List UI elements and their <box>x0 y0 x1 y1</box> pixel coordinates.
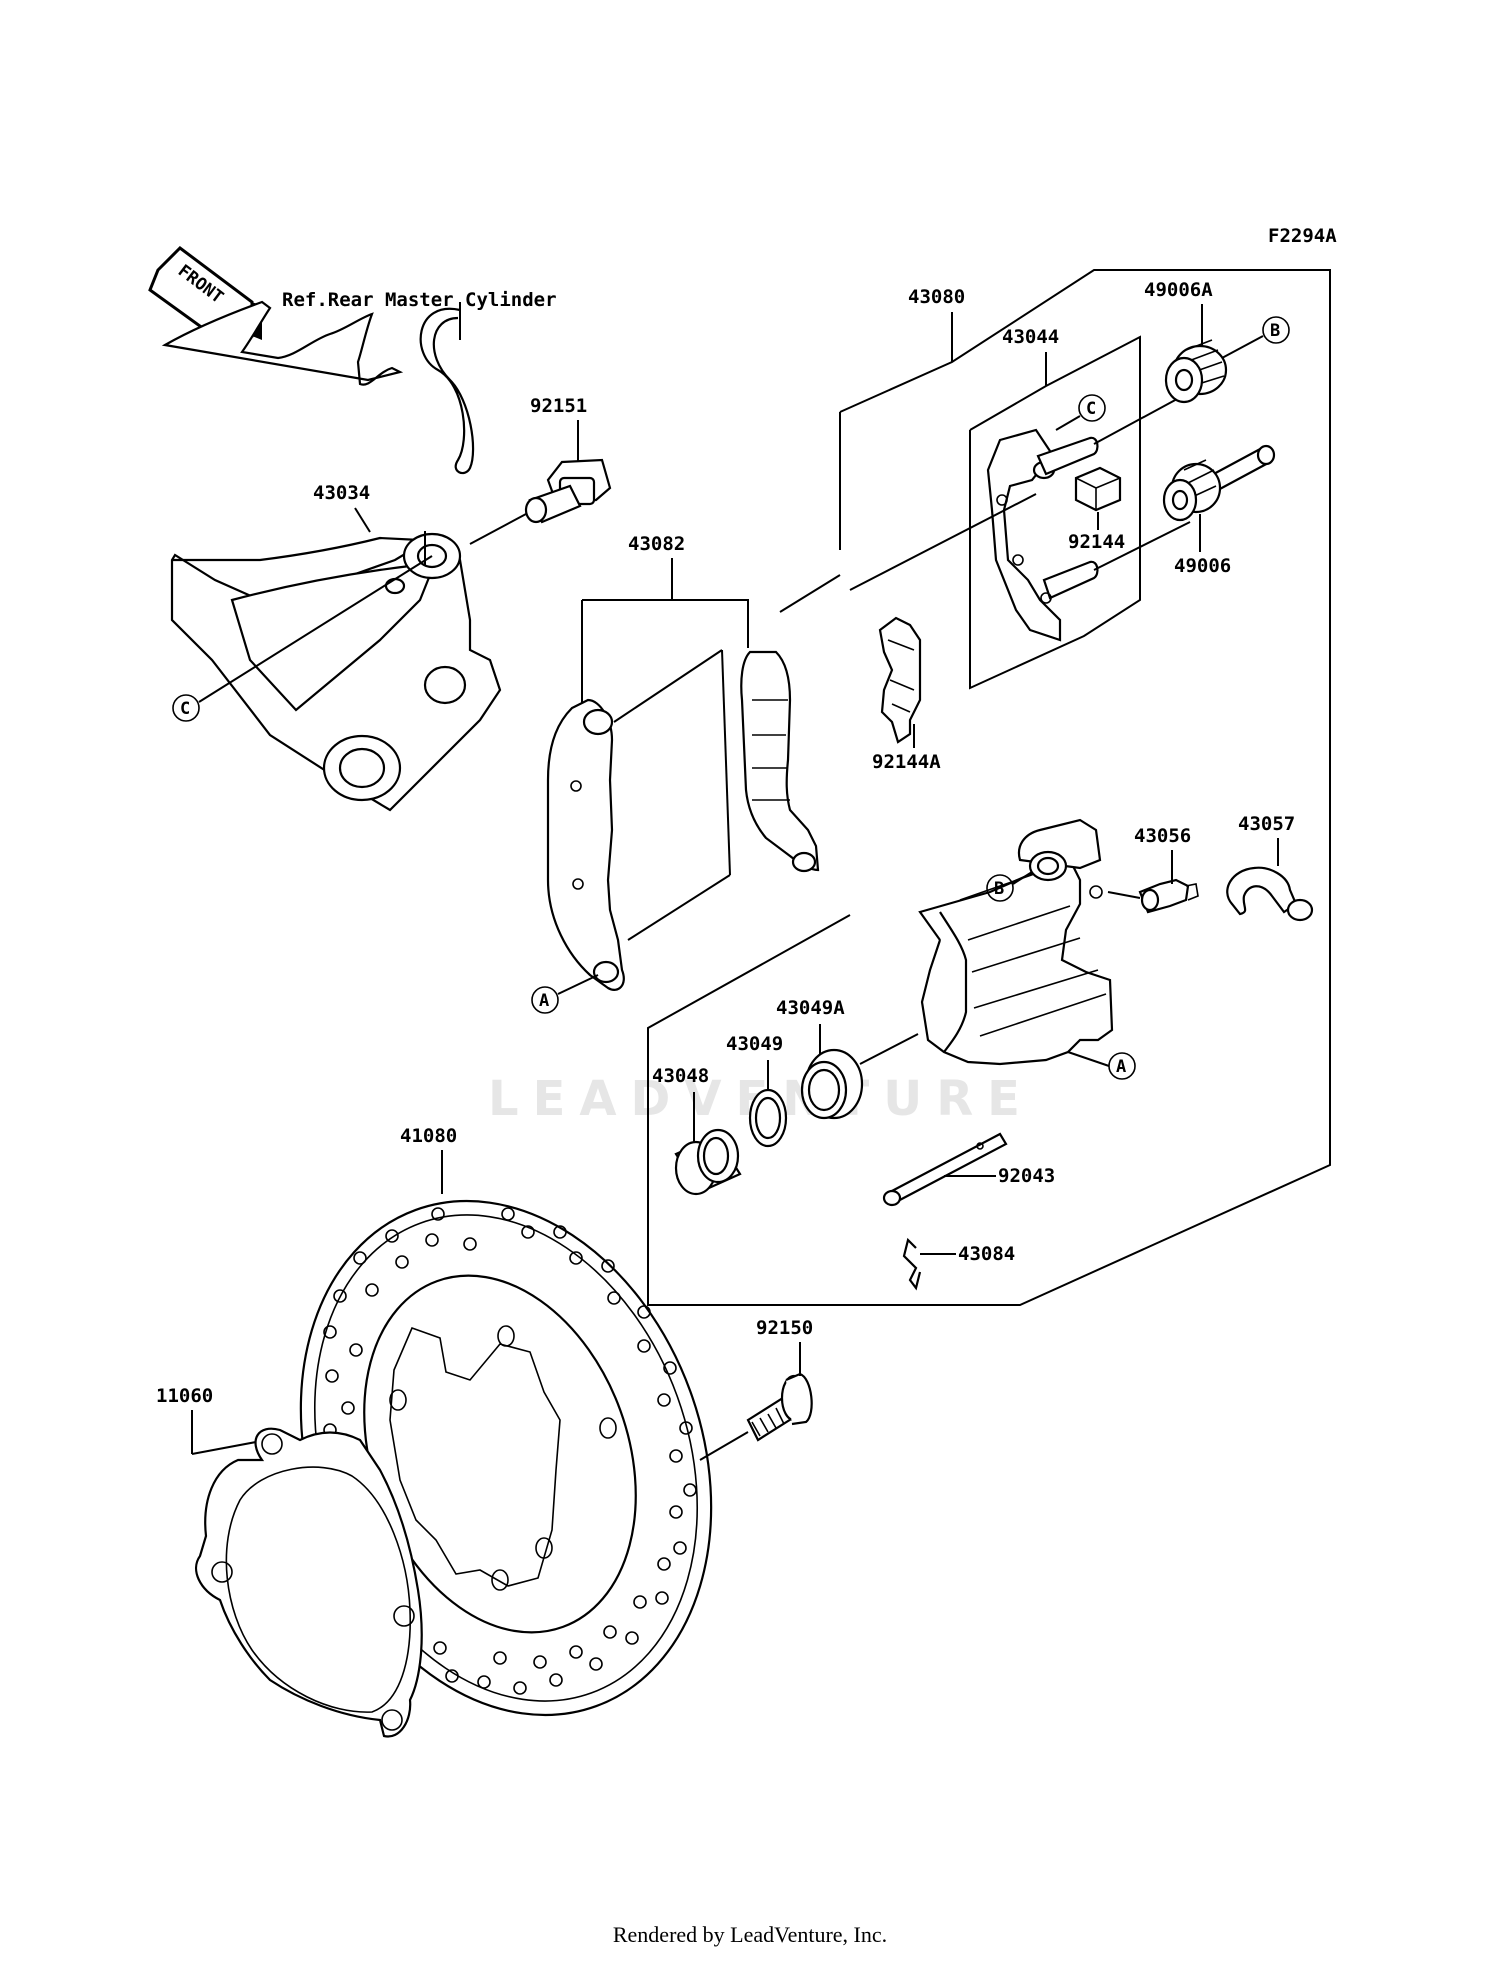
callout-c-top-circle <box>1078 394 1106 422</box>
gasket-11060 <box>194 1427 423 1738</box>
bushing-49006A <box>1164 339 1228 404</box>
caliper-body <box>918 818 1114 1066</box>
brake-pad-left <box>546 698 625 991</box>
footer-credit: Rendered by LeadVenture, Inc. <box>612 1922 888 1947</box>
bleeder-valve-43056 <box>1138 878 1199 914</box>
callout-c-bracket: C <box>180 699 190 719</box>
disc-bolt-92150 <box>746 1372 813 1442</box>
bolt-92151 <box>524 458 612 524</box>
caliper-bracket <box>161 300 502 812</box>
bushing-49006 <box>1162 444 1276 522</box>
label-43057: 43057 <box>1238 813 1295 835</box>
callout-a-pads: A <box>539 991 549 1011</box>
label-43034: 43034 <box>313 482 370 504</box>
callout-c-circle <box>172 694 200 722</box>
callout-a-pads-circle <box>531 986 559 1014</box>
seal-43049A <box>800 1048 864 1120</box>
r-clip-43084 <box>902 1237 922 1291</box>
callout-b-top: B <box>1270 321 1280 341</box>
callout-c-top: C <box>1086 399 1096 419</box>
caliper-mount-bracket <box>986 428 1099 642</box>
label-43082: 43082 <box>628 533 685 555</box>
spring-clip <box>419 307 475 475</box>
brake-pad-right <box>740 650 820 873</box>
label-43049A: 43049A <box>776 997 845 1019</box>
callout-b-caliper-circle <box>986 874 1014 902</box>
clip-92144 <box>1074 466 1122 512</box>
piston-43048 <box>674 1128 742 1196</box>
label-43048: 43048 <box>652 1065 709 1087</box>
label-92151: 92151 <box>530 395 587 417</box>
figure-code: F2294A <box>1268 225 1337 247</box>
callout-b-top-circle <box>1262 316 1290 344</box>
label-49006: 49006 <box>1174 555 1231 577</box>
label-92144: 92144 <box>1068 531 1125 553</box>
reference-note: Ref.Rear Master Cylinder <box>282 289 557 311</box>
seal-ring-43049 <box>748 1088 788 1148</box>
label-43049: 43049 <box>726 1033 783 1055</box>
label-43080: 43080 <box>908 286 965 308</box>
callout-b-caliper: B <box>994 879 1004 899</box>
callout-a-caliper: A <box>1116 1057 1126 1077</box>
label-92144A: 92144A <box>872 751 941 773</box>
label-43056: 43056 <box>1134 825 1191 847</box>
bleeder-cap-43057 <box>1226 866 1314 922</box>
label-41080: 41080 <box>400 1125 457 1147</box>
label-43044: 43044 <box>1002 326 1059 348</box>
spring-plate-92144A <box>878 616 922 744</box>
label-49006A: 49006A <box>1144 279 1213 301</box>
pin-92043 <box>882 1132 1008 1207</box>
label-92043: 92043 <box>998 1165 1055 1187</box>
label-11060: 11060 <box>156 1385 213 1407</box>
label-92150: 92150 <box>756 1317 813 1339</box>
label-43084: 43084 <box>958 1243 1015 1265</box>
